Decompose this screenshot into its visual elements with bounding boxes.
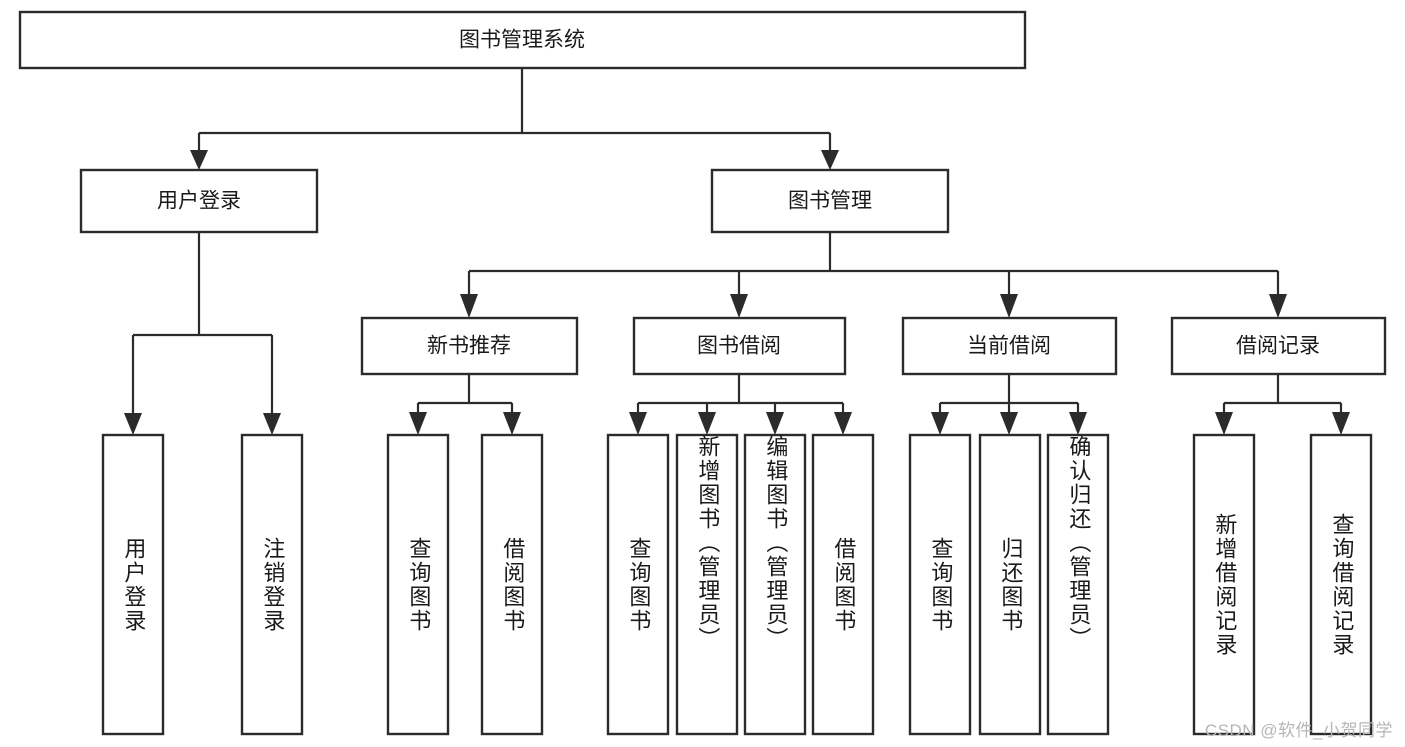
leaf-box-confirm-return-admin[interactable]	[1046, 433, 1110, 736]
arrow-head-icon	[1000, 294, 1018, 318]
connector-record-to-leaves	[1215, 374, 1350, 435]
arrow-head-icon	[124, 413, 142, 435]
arrow-head-icon	[1269, 294, 1287, 318]
arrow-head-icon	[1332, 412, 1350, 435]
leaf-box-edit-book-admin[interactable]	[743, 433, 807, 736]
leaf-box-borrow-book-1[interactable]	[480, 433, 544, 736]
node-book-borrow-label: 图书借阅	[697, 335, 781, 358]
arrow-head-icon	[190, 150, 208, 170]
leaf-box-query-book-3[interactable]	[908, 433, 972, 736]
connector-newbook-to-leaves	[409, 374, 521, 435]
arrow-head-icon	[821, 150, 839, 170]
connector-bookmgmt-to-level3	[460, 232, 1287, 318]
leaf-box-return-book[interactable]	[978, 433, 1042, 736]
node-borrow-record[interactable]	[1170, 316, 1387, 376]
arrow-head-icon	[834, 412, 852, 435]
arrow-head-icon	[1215, 412, 1233, 435]
watermark: CSDN @软件_小贺同学	[1204, 721, 1393, 740]
connector-root-to-level2	[190, 68, 839, 170]
node-book-borrow[interactable]	[632, 316, 847, 376]
arrow-head-icon	[1000, 412, 1018, 435]
arrow-head-icon	[263, 413, 281, 435]
leaf-box-query-book-1[interactable]	[386, 433, 450, 736]
leaf-box-query-book-2[interactable]	[606, 433, 670, 736]
arrow-head-icon	[503, 412, 521, 435]
node-root-label: 图书管理系统	[459, 29, 585, 52]
node-user-login-label: 用户登录	[157, 190, 241, 213]
leaf-box-logout[interactable]	[240, 433, 304, 736]
leaf-box-user-login[interactable]	[101, 433, 165, 736]
leaf-box-borrow-book-2[interactable]	[811, 433, 875, 736]
node-root-book-management-system[interactable]	[18, 10, 1027, 70]
arrow-head-icon	[698, 412, 716, 435]
arrow-head-icon	[460, 294, 478, 318]
connector-userlogin-to-leaves	[124, 232, 281, 435]
leaf-box-query-borrow-record[interactable]	[1309, 433, 1373, 736]
node-user-login[interactable]	[79, 168, 319, 234]
node-new-book-recommend[interactable]	[360, 316, 579, 376]
node-new-book-recommend-label: 新书推荐	[427, 335, 511, 358]
arrow-head-icon	[629, 412, 647, 435]
node-current-borrow[interactable]	[901, 316, 1118, 376]
node-borrow-record-label: 借阅记录	[1236, 335, 1320, 358]
leaf-box-add-borrow-record[interactable]	[1192, 433, 1256, 736]
node-book-management-label: 图书管理	[788, 190, 872, 213]
connector-current-to-leaves	[931, 374, 1087, 435]
connector-borrow-to-leaves	[629, 374, 852, 435]
leaf-box-add-book-admin[interactable]	[675, 433, 739, 736]
node-current-borrow-label: 当前借阅	[967, 335, 1051, 358]
arrow-head-icon	[766, 412, 784, 435]
arrow-head-icon	[1069, 412, 1087, 435]
arrow-head-icon	[409, 412, 427, 435]
node-book-management[interactable]	[710, 168, 950, 234]
arrow-head-icon	[730, 294, 748, 318]
arrow-head-icon	[931, 412, 949, 435]
